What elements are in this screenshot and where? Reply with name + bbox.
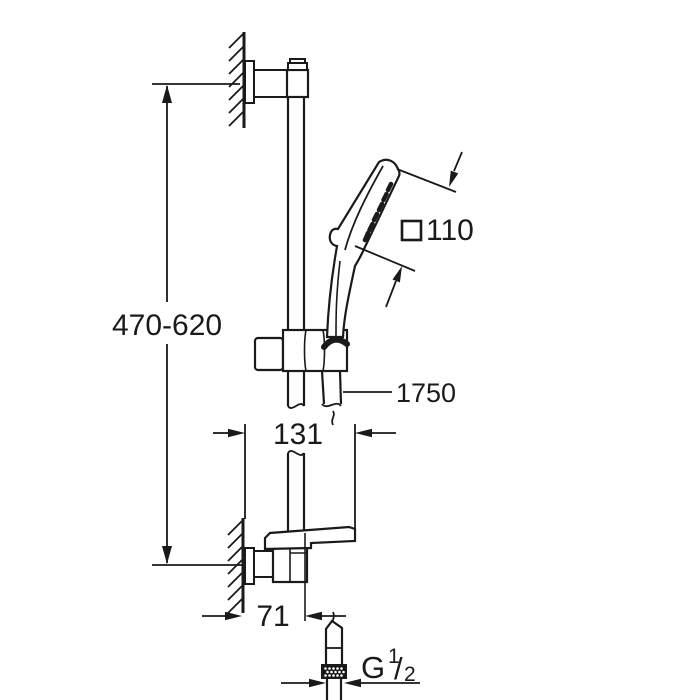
dim-131-extension-lines — [244, 424, 356, 529]
rail-head — [285, 68, 310, 99]
label-hose-length: 1750 — [396, 378, 456, 408]
arrowhead-down — [162, 546, 172, 564]
upper-wall-mount — [228, 32, 310, 128]
hose-connector — [321, 611, 347, 700]
arrowhead-head-bottom — [392, 266, 402, 283]
label-upper-offset: 131 — [273, 418, 323, 451]
knurl-dots — [324, 667, 345, 677]
arrowhead-head-top — [449, 170, 459, 187]
arrowhead-up — [162, 85, 172, 103]
dim-head-size: 110 — [354, 151, 474, 308]
connector-knurled-nut — [321, 664, 347, 679]
hand-shower-rim-line — [344, 165, 384, 251]
handle-inner-line — [335, 260, 341, 337]
wall-hatching-bottom — [227, 519, 244, 614]
wall-plate-top — [244, 60, 255, 104]
head-arrow-top-tail — [453, 151, 463, 172]
bracket-arm-top — [253, 69, 288, 98]
arrowhead-131-left — [228, 428, 245, 438]
wall-plate-bottom — [244, 547, 255, 585]
hose-lines — [320, 370, 343, 405]
connector-lower-tube — [325, 678, 343, 700]
square-symbol — [400, 219, 423, 242]
rail-cap-lower — [287, 62, 308, 71]
dim-thread: G 1 / 2 — [281, 645, 420, 688]
label-thread-numerator: 1 — [388, 645, 400, 668]
bracket-arm-bottom — [253, 550, 274, 578]
head-tangent-bottom — [354, 245, 416, 272]
label-thread-denominator: 2 — [404, 663, 416, 686]
rail-break-marks — [287, 403, 305, 456]
dim-rail-height: 470-620 — [112, 83, 246, 566]
hose-break-mark — [321, 402, 342, 408]
hose-break-tail — [331, 410, 335, 426]
dim-upper-offset: 131 — [213, 418, 396, 529]
arrowhead-71-left — [225, 611, 242, 621]
hand-shower — [321, 158, 401, 350]
spray-nozzles — [362, 181, 394, 243]
label-head-size: 110 — [426, 214, 474, 247]
head-arrow-bottom-tail — [385, 280, 397, 308]
holder-collar — [321, 336, 350, 350]
label-rail-height: 470-620 — [112, 309, 222, 342]
connector-upper-tube — [324, 619, 344, 665]
shower-hose-upper — [320, 370, 343, 426]
holder-waist-lines — [303, 329, 326, 372]
rail-cap-upper — [289, 58, 306, 64]
label-thread-slash: / — [394, 651, 403, 686]
holder-knob — [253, 336, 285, 372]
soap-dish — [263, 525, 357, 551]
arrowhead-71-right — [305, 611, 322, 621]
label-lower-offset: 71 — [256, 600, 289, 633]
bracket-socket-lines — [289, 548, 306, 582]
dim-lower-offset: 71 — [202, 533, 346, 633]
arrowhead-thread-right — [344, 678, 361, 688]
dim-hose-length: 1750 — [343, 378, 456, 408]
head-tangent-top — [396, 168, 457, 193]
lower-wall-mount — [227, 518, 357, 614]
label-thread-prefix: G — [361, 650, 385, 685]
shower-rail — [286, 97, 306, 537]
wall-hatching-top — [228, 32, 245, 127]
rail-lines — [286, 97, 306, 537]
arrowhead-thread-left — [309, 678, 326, 688]
arrowhead-131-right — [355, 428, 372, 438]
